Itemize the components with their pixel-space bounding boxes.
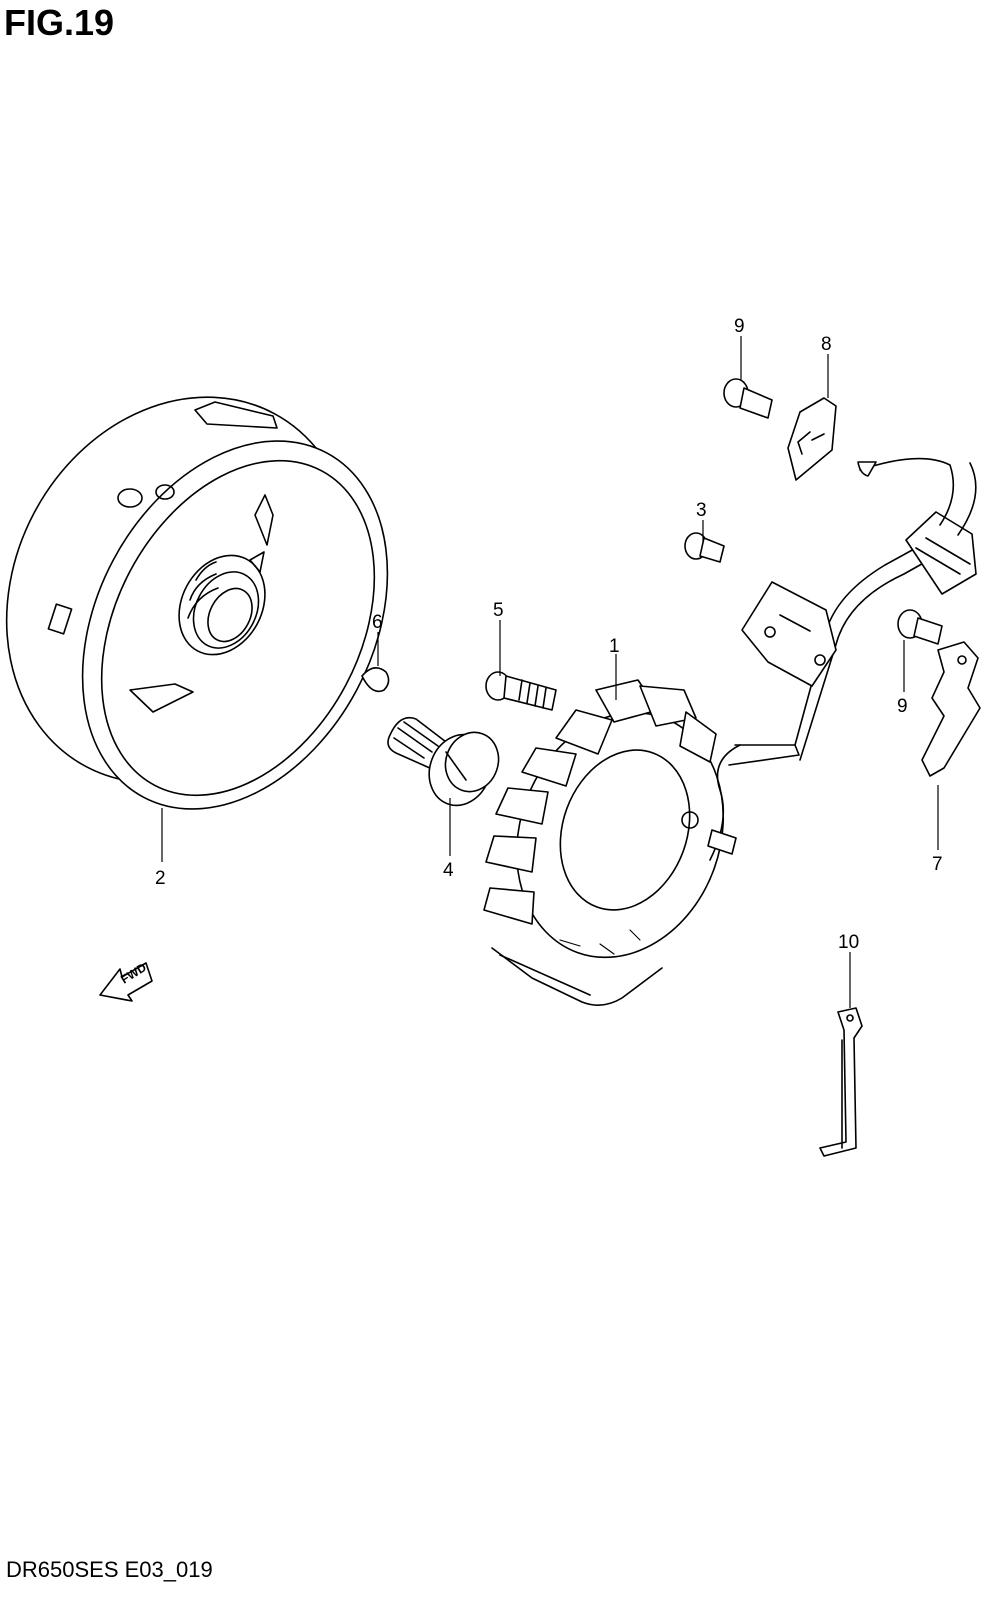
callout-9-top: 9 — [734, 316, 745, 337]
fwd-direction-arrow: FWD — [99, 960, 153, 1002]
screw-top-part[interactable] — [723, 378, 773, 419]
leader-lines — [161, 336, 939, 1008]
clamp-part[interactable] — [787, 397, 837, 481]
key-part[interactable] — [361, 667, 390, 693]
rotor-part[interactable] — [0, 336, 448, 862]
callout-7: 7 — [932, 854, 943, 875]
figure-title: FIG.19 — [4, 2, 115, 43]
callout-4: 4 — [443, 860, 454, 881]
stator-part[interactable] — [483, 679, 756, 1006]
callout-5: 5 — [493, 600, 504, 621]
bracket-part[interactable] — [921, 641, 981, 777]
diagram-code: DR650SES E03_019 — [6, 1557, 213, 1582]
strap-clamp-part[interactable] — [819, 1007, 863, 1157]
pickup-screw-part[interactable] — [684, 532, 725, 563]
rotor-bolt-part[interactable] — [387, 716, 507, 814]
pickup-coil-part[interactable] — [741, 581, 837, 687]
callout-8: 8 — [821, 334, 832, 355]
callout-2: 2 — [155, 868, 166, 889]
callout-1: 1 — [609, 636, 620, 657]
callout-9-right: 9 — [897, 696, 908, 717]
callout-10: 10 — [838, 932, 859, 953]
stator-screw-part[interactable] — [485, 671, 557, 711]
lead-wire-harness — [728, 457, 977, 766]
callout-6: 6 — [372, 612, 383, 633]
callout-3: 3 — [696, 500, 707, 521]
screw-right-part[interactable] — [897, 609, 943, 645]
